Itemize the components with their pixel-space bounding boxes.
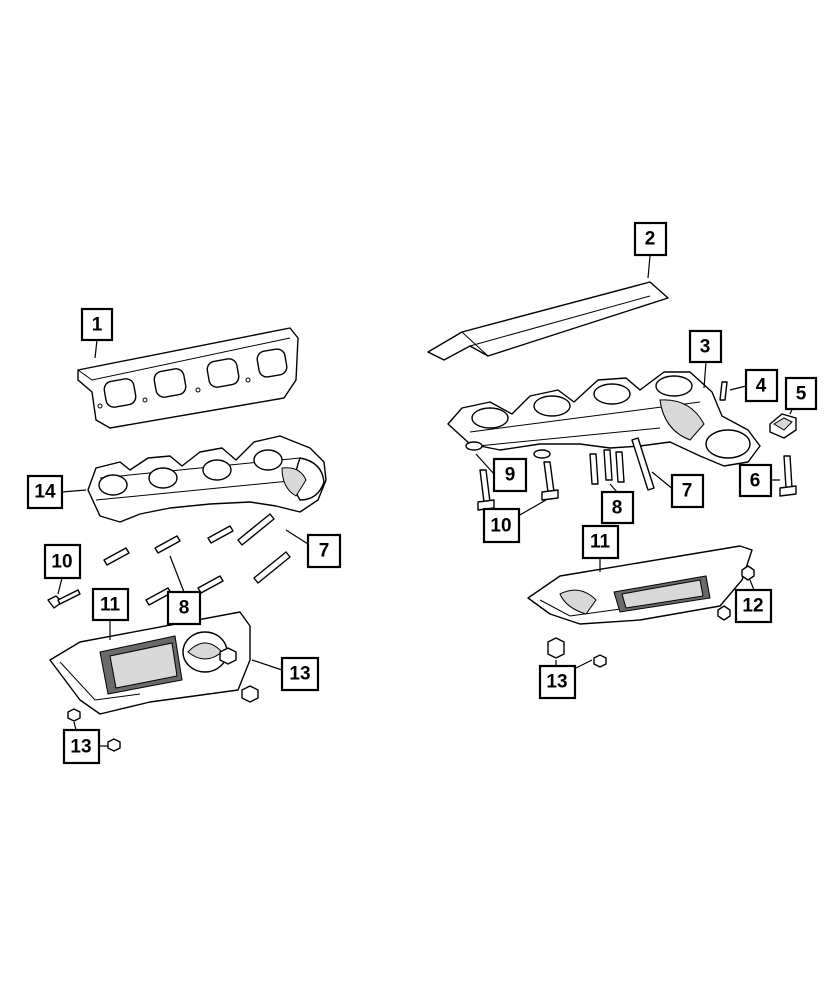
callout-7-left-label: 7: [319, 541, 330, 562]
callout-9: 9: [492, 457, 528, 493]
callout-1-label: 1: [92, 315, 103, 336]
callout-7-right: 7: [670, 473, 705, 509]
part-studs-right: [589, 449, 625, 485]
part-heat-shield-top-right: [427, 281, 669, 361]
callout-10-right-label: 10: [490, 516, 511, 537]
callout-2: 2: [633, 221, 668, 257]
callout-10-left: 10: [43, 543, 82, 580]
callout-3: 3: [688, 329, 723, 364]
callout-1: 1: [80, 307, 114, 342]
callout-7-left: 7: [306, 533, 342, 569]
callout-10-left-label: 10: [51, 552, 72, 573]
callout-13-left-b: 13: [62, 728, 101, 765]
callout-4: 4: [744, 368, 779, 403]
callout-4-label: 4: [756, 376, 767, 397]
callout-13-left-b-label: 13: [70, 737, 91, 758]
callout-11-right-label: 11: [590, 532, 611, 553]
callout-12: 12: [734, 588, 773, 624]
callout-13-left-a-label: 13: [289, 664, 310, 685]
part-washers-9: [465, 441, 551, 459]
callout-13-left-a: 13: [280, 656, 320, 692]
callout-11-left-label: 11: [100, 595, 121, 616]
callout-6: 6: [738, 463, 773, 498]
callout-3-label: 3: [700, 337, 711, 358]
part-stud-4: [719, 381, 728, 401]
part-bolt-6: [779, 455, 797, 497]
callout-5-label: 5: [796, 384, 807, 405]
part-manifold-right: [447, 371, 761, 467]
part-nuts-right: [547, 637, 607, 668]
callout-11-right: 11: [581, 524, 620, 560]
part-bolts-right: [477, 461, 559, 511]
callout-14-label: 14: [34, 482, 56, 503]
callout-5: 5: [784, 376, 818, 411]
part-nut-12: [717, 565, 755, 621]
callout-7-right-label: 7: [682, 481, 693, 502]
callout-6-label: 6: [750, 471, 761, 492]
callout-13-right-label: 13: [546, 672, 567, 693]
callout-14: 14: [26, 474, 64, 510]
part-heat-shield-right: [527, 545, 753, 625]
callout-8-right-label: 8: [612, 498, 623, 519]
callout-2-label: 2: [645, 229, 656, 250]
callout-9-label: 9: [505, 465, 516, 486]
part-manifold-left: [87, 435, 327, 523]
callout-10-right: 10: [482, 507, 521, 544]
part-clip-5: [769, 413, 797, 439]
callout-11-left: 11: [91, 587, 130, 622]
part-long-stud-right: [631, 437, 655, 491]
part-nuts-left: [67, 647, 259, 752]
part-gasket-left: [77, 327, 299, 429]
callout-8-right: 8: [600, 490, 635, 525]
callout-8-left: 8: [166, 590, 202, 626]
part-bolt-left: [47, 589, 81, 609]
callout-13-right: 13: [538, 664, 577, 700]
part-long-studs-left: [237, 513, 291, 584]
part-heat-shield-left: [49, 611, 251, 715]
callout-12-label: 12: [742, 596, 763, 617]
callout-8-left-label: 8: [179, 598, 190, 619]
